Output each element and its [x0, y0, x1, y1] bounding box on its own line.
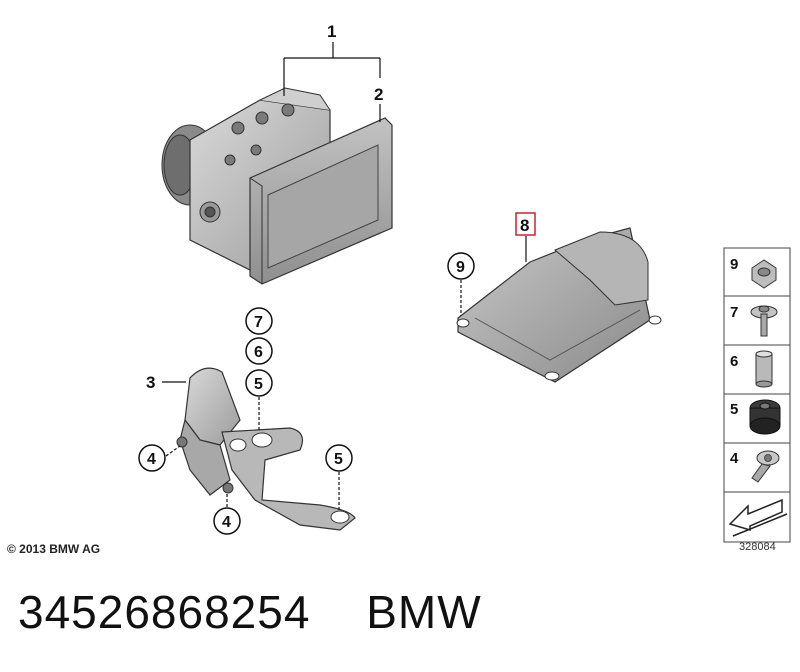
part-number: 34526868254: [18, 586, 311, 638]
callout-7-circle: [245, 307, 273, 335]
callout-8: 8: [520, 216, 529, 235]
callout-4a: 4: [147, 451, 156, 468]
copyright-notice: © 2013 BMW AG: [7, 542, 101, 556]
callout-5b: 5: [334, 451, 343, 468]
callout-2: 2: [374, 85, 383, 104]
brand-name: BMW: [366, 586, 482, 638]
callout-5a: 5: [254, 376, 263, 393]
rubber-mount-icon: [749, 399, 781, 435]
callout-9: 9: [456, 259, 465, 276]
leader-line-4a: [165, 445, 181, 457]
footer: 34526868254 BMW: [18, 585, 482, 639]
callout-5b-circle: [325, 444, 353, 472]
control-unit-cover-illustration: [456, 227, 662, 383]
sleeve-icon: [755, 350, 773, 388]
abs-hydraulic-unit-illustration: [161, 87, 393, 285]
callout-6-circle: [245, 337, 273, 365]
callout-7: 7: [254, 314, 263, 331]
callout-3: 3: [146, 373, 155, 392]
side-item-9-label: 9: [730, 256, 738, 273]
side-item-6-label: 6: [730, 353, 738, 370]
callout-9-circle: [447, 252, 475, 280]
hex-nut-icon: [751, 259, 777, 289]
callout-4a-circle: [138, 444, 166, 472]
callout-4b-circle: [213, 507, 241, 535]
callout-5a-circle: [245, 369, 273, 397]
side-item-4-label: 4: [730, 450, 739, 467]
bracket-illustration: [176, 367, 356, 531]
callout-1: 1: [327, 22, 336, 41]
side-item-7-label: 7: [730, 304, 738, 321]
diagram-reference-id: 328084: [739, 541, 776, 553]
callout-4b: 4: [222, 514, 231, 531]
leader-lines-1-2: [283, 42, 381, 122]
callout-8-highlight-box: [515, 212, 536, 236]
washer-screw-icon: [750, 305, 778, 337]
side-parts-panel: [723, 247, 791, 543]
side-item-5-label: 5: [730, 401, 738, 418]
callout-6: 6: [254, 344, 263, 361]
direction-arrow-icon: [728, 498, 788, 537]
torx-bolt-icon: [751, 450, 780, 483]
